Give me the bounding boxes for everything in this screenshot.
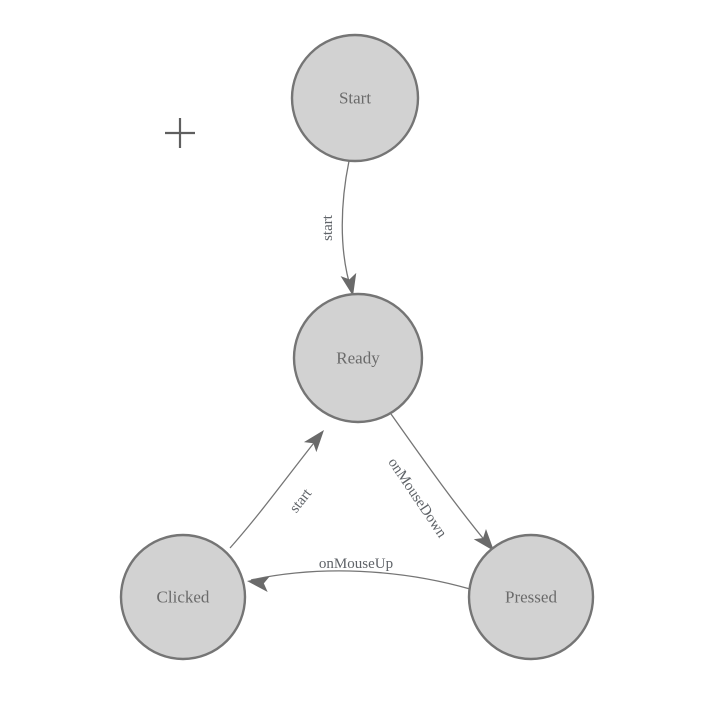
node-start[interactable]: Start xyxy=(290,33,420,163)
node-shape xyxy=(467,533,595,661)
node-label-start: Start xyxy=(339,89,371,108)
edge-start-to-ready[interactable]: start xyxy=(320,160,361,298)
arrow-head-icon xyxy=(473,529,494,551)
node-label-pressed: Pressed xyxy=(505,588,557,607)
arrow-head-icon xyxy=(340,272,357,296)
edge-label-start-to-ready: start xyxy=(320,214,336,241)
node-ready[interactable]: Ready xyxy=(292,292,424,424)
edge-label-ready-to-pressed: onMouseDown xyxy=(385,455,450,541)
crosshair-marker xyxy=(165,118,195,148)
edge-line xyxy=(390,413,492,549)
edge-label-pressed-to-clicked: onMouseUp xyxy=(319,556,393,572)
node-shape xyxy=(119,533,247,661)
arrow-head-icon xyxy=(247,576,270,592)
edge-line xyxy=(250,570,471,590)
edge-clicked-to-ready[interactable]: start xyxy=(229,425,330,549)
edge-pressed-to-clicked[interactable]: onMouseUp xyxy=(246,556,471,592)
edge-label-clicked-to-ready: start xyxy=(287,485,316,516)
node-shape xyxy=(292,292,424,424)
edge-ready-to-pressed[interactable]: onMouseDown xyxy=(385,413,501,556)
node-pressed[interactable]: Pressed xyxy=(467,533,595,661)
node-label-ready: Ready xyxy=(336,349,380,368)
arrow-head-icon xyxy=(303,430,324,453)
edge-line xyxy=(341,160,353,293)
edge-line xyxy=(229,433,322,549)
node-clicked[interactable]: Clicked xyxy=(119,533,247,661)
node-shape xyxy=(290,33,420,163)
node-label-clicked: Clicked xyxy=(157,588,210,607)
